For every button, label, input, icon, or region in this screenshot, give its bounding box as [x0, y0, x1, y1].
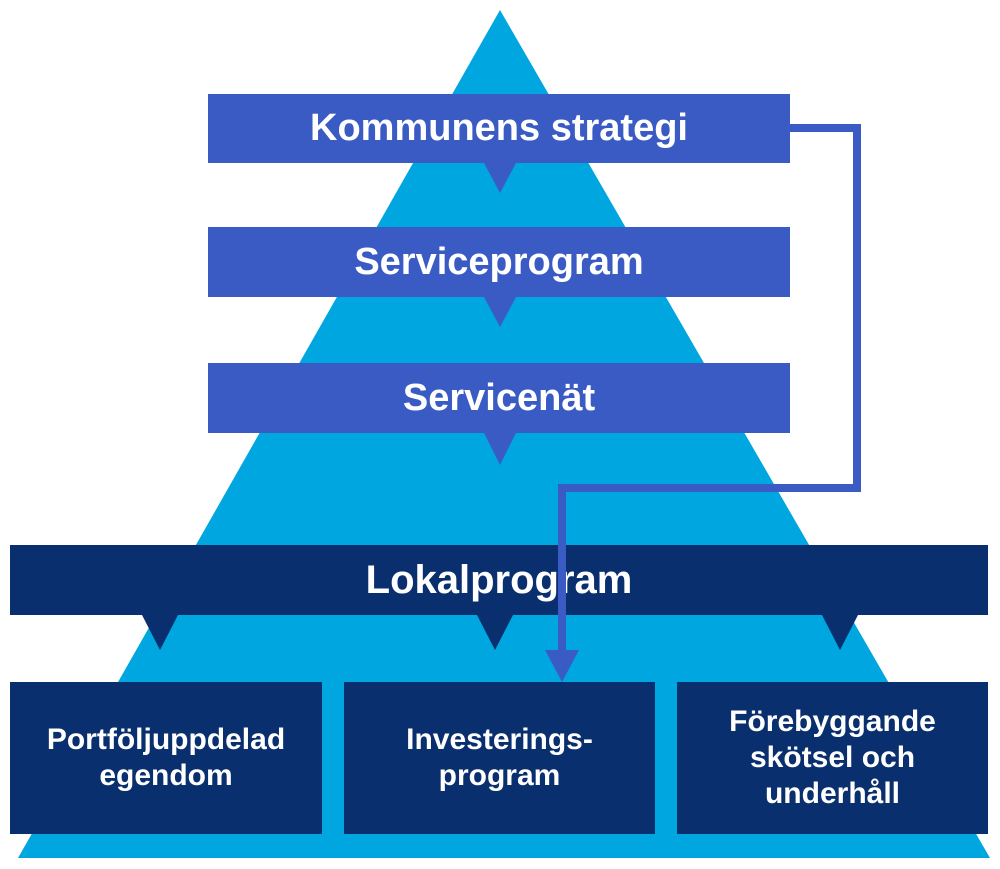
- premises-program-box: Lokalprogram: [10, 545, 988, 615]
- portfolio-property-line-1: Portföljuppdelad: [46, 723, 286, 756]
- service-network-box: Servicenät: [208, 363, 790, 433]
- portfolio-property-line-2: egendom: [99, 759, 233, 792]
- investment-program-box: Investerings- program: [344, 682, 655, 834]
- investment-program-line-1: Investerings-: [406, 723, 593, 756]
- arrow-servicenat-to-lokalprogram-icon: [484, 433, 516, 465]
- arrow-strategy-to-serviceprogram-icon: [484, 163, 516, 193]
- portfolio-property-box: Portföljuppdelad egendom: [10, 682, 322, 834]
- arrow-lokalprogram-to-portfolj-icon: [142, 615, 178, 650]
- maintenance-line-2: skötsel och: [749, 741, 916, 774]
- service-program-label: Serviceprogram: [354, 240, 644, 283]
- arrow-serviceprogram-to-servicenat-icon: [484, 297, 516, 327]
- arrow-lokalprogram-to-investering-icon: [477, 615, 513, 650]
- strategy-label: Kommunens strategi: [310, 107, 688, 149]
- service-program-box: Serviceprogram: [208, 227, 790, 297]
- strategy-box: Kommunens strategi: [208, 94, 790, 163]
- premises-program-label: Lokalprogram: [365, 557, 633, 602]
- maintenance-line-1: Förebyggande: [729, 705, 936, 738]
- maintenance-line-3: underhåll: [764, 777, 900, 810]
- service-network-label: Servicenät: [402, 376, 596, 419]
- investment-program-line-2: program: [438, 759, 561, 792]
- maintenance-box: Förebyggande skötsel och underhåll: [677, 682, 988, 834]
